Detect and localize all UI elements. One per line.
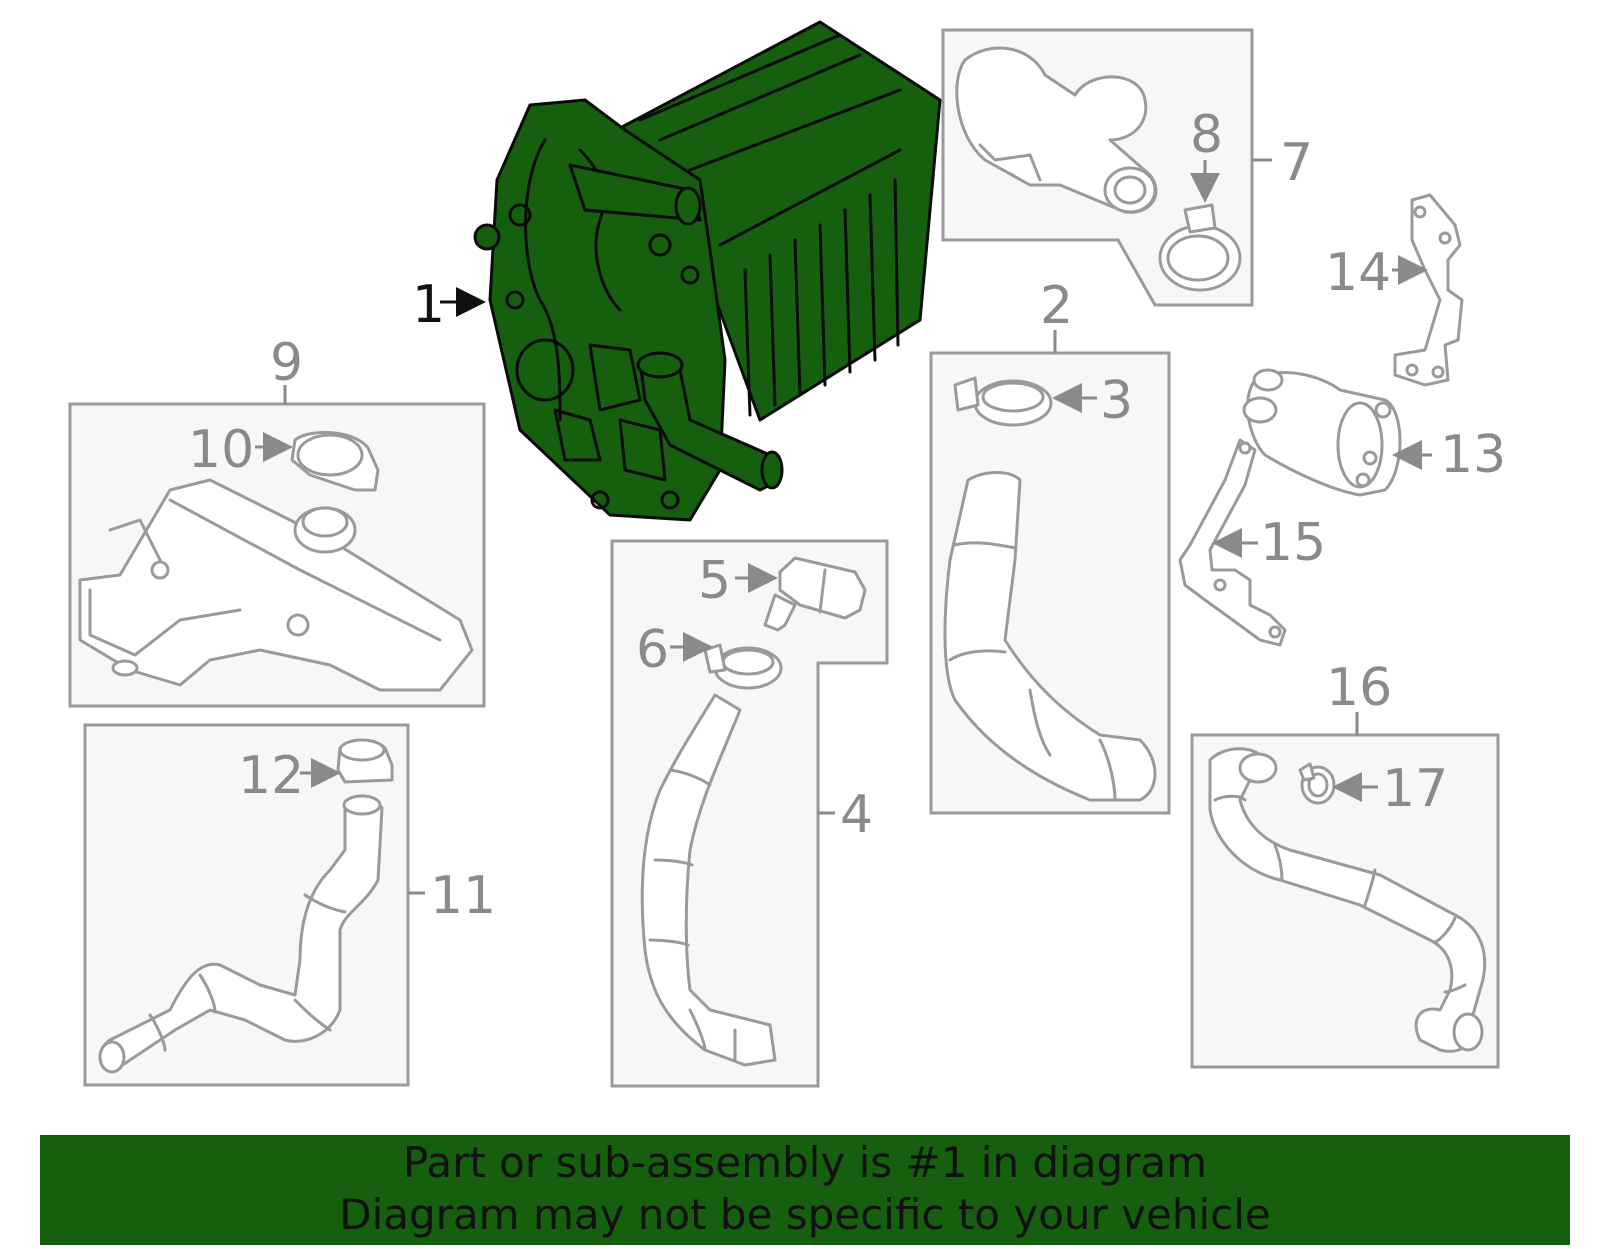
callout-5: 5 (698, 551, 731, 611)
callout-9: 9 (270, 333, 303, 393)
part-16-hose[interactable] (1208, 747, 1487, 1053)
callout-3: 3 (1100, 371, 1133, 431)
callout-11: 11 (430, 866, 496, 926)
callout-12: 12 (238, 746, 304, 806)
callout-8: 8 (1190, 105, 1223, 165)
notice-line-2: Diagram may not be specific to your vehi… (339, 1190, 1271, 1239)
callout-1: 1 (412, 275, 445, 335)
callout-4: 4 (840, 785, 873, 845)
part-10-cap[interactable] (290, 430, 380, 492)
part-1-intercooler[interactable] (473, 20, 942, 522)
notice-banner: Part or sub-assembly is #1 in diagram Di… (40, 1135, 1570, 1245)
part-2-hose[interactable] (943, 471, 1157, 802)
part-6-clamp[interactable] (703, 643, 783, 690)
part-12-clamp[interactable] (336, 738, 394, 784)
part-8-clamp[interactable] (1158, 203, 1242, 292)
part-9-housing[interactable] (78, 478, 474, 692)
callout-10: 10 (188, 420, 254, 480)
callout-16: 16 (1326, 658, 1392, 718)
callout-14: 14 (1325, 243, 1391, 303)
part-13-pump[interactable] (1242, 368, 1402, 497)
callout-6: 6 (636, 620, 669, 680)
notice-line-1: Part or sub-assembly is #1 in diagram (402, 1138, 1208, 1187)
part-14-bracket[interactable] (1393, 193, 1464, 387)
part-15-bracket[interactable] (1178, 438, 1287, 647)
callout-7: 7 (1280, 133, 1313, 193)
callout-17: 17 (1382, 759, 1448, 819)
part-5-sensor[interactable] (763, 556, 867, 632)
part-4-hose[interactable] (640, 693, 777, 1067)
part-17-clamp[interactable] (1298, 762, 1336, 805)
callout-2: 2 (1040, 276, 1073, 336)
part-7-pipe[interactable] (955, 46, 1158, 214)
callout-13: 13 (1440, 425, 1506, 485)
part-11-hose[interactable] (98, 794, 384, 1074)
part-3-clamp[interactable] (953, 376, 1053, 427)
callout-15: 15 (1260, 513, 1326, 573)
